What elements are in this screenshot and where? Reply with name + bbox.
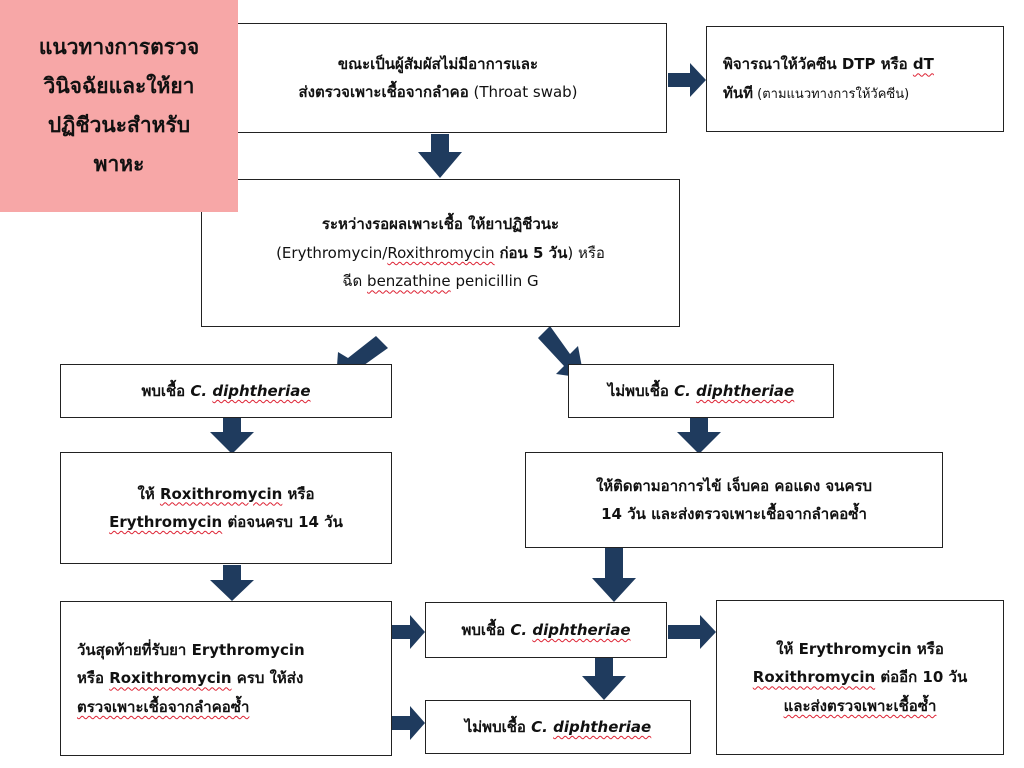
waiting-line-3: ฉีด benzathine penicillin G: [342, 272, 539, 291]
vaccine-line-1: พิจารณาให้วัคซีน DTP หรือ dT: [723, 55, 934, 74]
arrow-notfound1-to-monitor: [677, 418, 721, 454]
found1-text: พบเชื้อ C. diphtheriae: [141, 381, 311, 400]
treat14-line-1: ให้ Roxithromycin หรือ: [137, 484, 315, 503]
diagram-title: แนวทางการตรวจ วินิจฉัยและให้ยา ปฏิชีวนะส…: [0, 0, 238, 212]
waiting-line-2: (Erythromycin/Roxithromycin ก่อน 5 วัน) …: [276, 243, 605, 262]
box-found-1: พบเชื้อ C. diphtheriae: [60, 364, 392, 418]
monitor-line-1: ให้ติดตามอาการไข้ เจ็บคอ คอแดง จนครบ: [595, 476, 873, 495]
box-found-2: พบเชื้อ C. diphtheriae: [425, 602, 667, 658]
contact-line-2: ส่งตรวจเพาะเชื้อจากลำคอ (Throat swab): [298, 83, 578, 101]
contact-line-1: ขณะเป็นผู้สัมผัสไม่มีอาการและ: [337, 54, 539, 73]
lastday-line-2: หรือ Roxithromycin ครบ ให้ส่ง: [77, 669, 304, 688]
arrow-treat14-to-lastday: [210, 565, 254, 601]
box-last-day: วันสุดท้ายที่รับยา Erythromycin หรือ Rox…: [60, 601, 392, 756]
box-vaccine: พิจารณาให้วัคซีน DTP หรือ dT ทันที (ตามแ…: [706, 26, 1004, 132]
box-not-found-1: ไม่พบเชื้อ C. diphtheriae: [568, 364, 834, 418]
box-treat-14-days: ให้ Roxithromycin หรือ Erythromycin ต่อจ…: [60, 452, 392, 564]
treat10-line-3: และส่งตรวจเพาะเชื้อซ้ำ: [783, 696, 937, 715]
arrow-found1-to-treat14: [210, 418, 254, 454]
notfound2-text: ไม่พบเชื้อ C. diphtheriae: [464, 717, 652, 736]
arrow-found2-to-notfound2: [582, 658, 626, 700]
found2-text: พบเชื้อ C. diphtheriae: [461, 620, 631, 639]
treat10-line-2: Roxithromycin ต่ออีก 10 วัน: [752, 668, 968, 687]
treat14-line-2: Erythromycin ต่อจนครบ 14 วัน: [109, 513, 343, 531]
title-line-3: ปฏิชีวนะสำหรับ: [47, 113, 191, 137]
monitor-line-2: 14 วัน และส่งตรวจเพาะเชื้อจากลำคอซ้ำ: [601, 505, 867, 523]
treat10-line-1: ให้ Erythromycin หรือ: [776, 639, 944, 658]
arrow-found2-to-treat10: [668, 615, 716, 649]
waiting-line-1: ระหว่างรอผลเพาะเชื้อ ให้ยาปฏิชีวนะ: [321, 215, 560, 234]
lastday-line-1: วันสุดท้ายที่รับยา Erythromycin: [77, 640, 305, 659]
title-line-2: วินิจฉัยและให้ยา: [43, 74, 195, 99]
arrow-contact-to-waiting: [418, 134, 462, 178]
title-line-4: พาหะ: [93, 151, 145, 176]
box-contact-throat-swab: ขณะเป็นผู้สัมผัสไม่มีอาการและ ส่งตรวจเพา…: [209, 23, 667, 133]
vaccine-line-2: ทันที (ตามแนวทางการให้วัคซีน): [723, 83, 910, 102]
box-not-found-2: ไม่พบเชื้อ C. diphtheriae: [425, 700, 691, 754]
arrow-monitor-to-found2: [592, 548, 636, 602]
notfound1-text: ไม่พบเชื้อ C. diphtheriae: [607, 381, 795, 400]
box-monitor-symptoms: ให้ติดตามอาการไข้ เจ็บคอ คอแดง จนครบ 14 …: [525, 452, 943, 548]
lastday-line-3: ตรวจเพาะเชื้อจากลำคอซ้ำ: [77, 697, 250, 716]
title-line-1: แนวทางการตรวจ: [38, 35, 200, 60]
arrow-contact-to-vaccine: [668, 63, 706, 97]
arrow-lastday-to-found2: [392, 615, 425, 649]
box-waiting-culture: ระหว่างรอผลเพาะเชื้อ ให้ยาปฏิชีวนะ (Eryt…: [201, 179, 680, 327]
box-treat-10-days: ให้ Erythromycin หรือ Roxithromycin ต่ออ…: [716, 600, 1004, 755]
arrow-lastday-to-notfound2: [392, 706, 425, 740]
